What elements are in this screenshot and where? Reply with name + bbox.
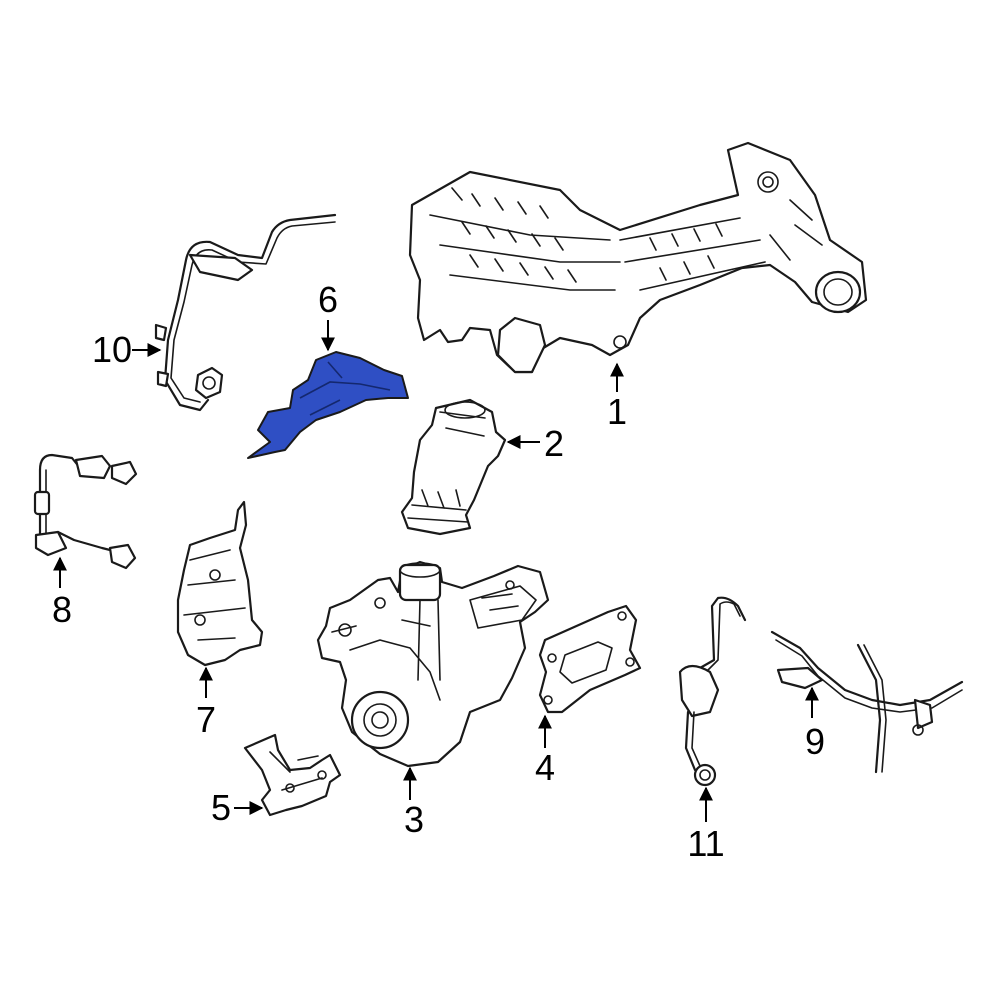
part-10-oil-line[interactable] [154,213,337,412]
callout-8[interactable]: 8 [52,589,72,630]
callout-labels: 1 2 3 4 5 6 7 8 9 10 11 [52,279,825,864]
callout-2[interactable]: 2 [544,423,564,464]
callout-9[interactable]: 9 [805,721,825,762]
part-9-coolant-line[interactable] [770,630,964,774]
callout-7[interactable]: 7 [196,699,216,740]
callout-4[interactable]: 4 [535,747,555,788]
callout-5[interactable]: 5 [211,787,231,828]
part-7-heat-shield[interactable] [176,500,264,667]
callout-11[interactable]: 11 [687,823,724,864]
callout-6[interactable]: 6 [318,279,338,320]
callout-3[interactable]: 3 [404,799,424,840]
part-3-turbocharger[interactable] [316,560,550,768]
part-1-intercooler[interactable] [408,141,868,374]
part-4-gasket[interactable] [538,604,642,714]
part-2-hose[interactable] [400,398,507,536]
callout-1[interactable]: 1 [607,391,627,432]
callout-10[interactable]: 10 [92,329,132,370]
part-11-oil-return-line[interactable] [678,596,747,787]
part-8-oil-line[interactable] [33,453,138,570]
part-5-bracket[interactable] [243,733,342,817]
callout-leaders [53,320,819,822]
part-6-heat-shield[interactable] [247,351,409,459]
